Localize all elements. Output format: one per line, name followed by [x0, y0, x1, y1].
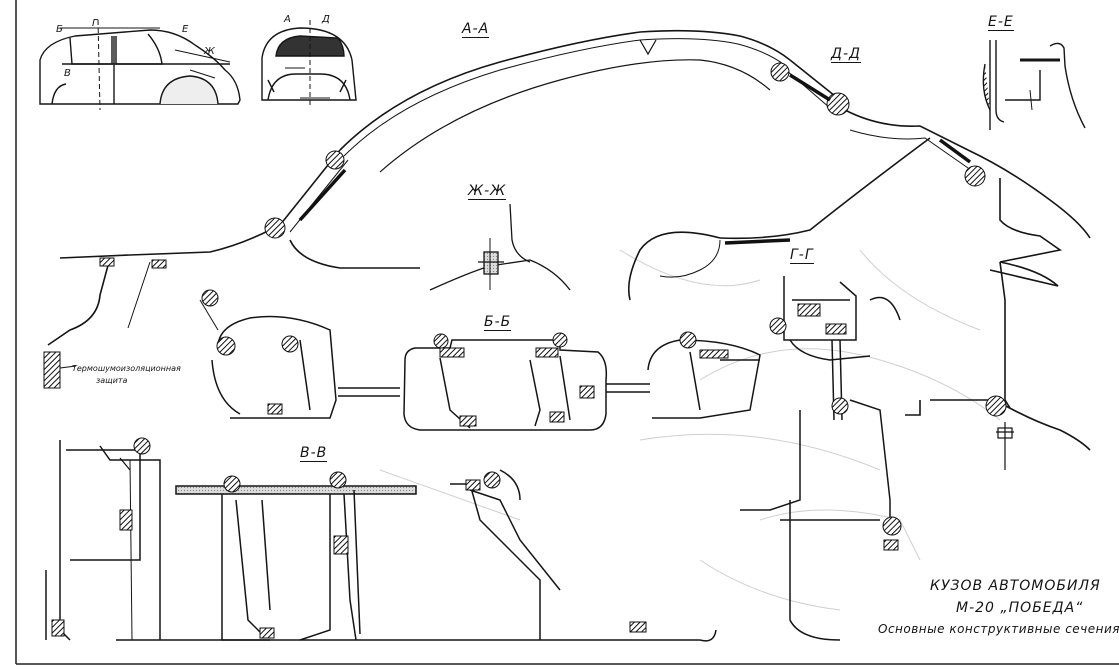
section-bb-door [199, 299, 761, 431]
insulation-block [43, 351, 77, 389]
section-ee-detail [982, 40, 1086, 130]
key-letter-d: Д [322, 14, 330, 25]
rubber-seals [99, 62, 1007, 417]
welded-flanges [298, 73, 972, 245]
insulation-label-line1: Термошумоизоляционная [72, 364, 181, 373]
section-gg-door [740, 276, 901, 641]
insulation-label-line2: защита [96, 376, 128, 385]
key-letter-b: Б [56, 24, 63, 35]
sheet-frame [15, 0, 1119, 665]
vv-hatched-parts [51, 437, 647, 639]
section-label-dd: Д-Д [831, 46, 861, 63]
section-label-bb: Б-Б [484, 314, 512, 331]
section-label-zhzh: Ж-Ж [468, 183, 507, 200]
title-line-1: КУЗОВ АВТОМОБИЛЯ [930, 578, 1101, 594]
section-label-gg: Г-Г [790, 247, 814, 264]
title-line-2: М-20 „ПОБЕДА“ [956, 600, 1084, 616]
fastener-symbols [119, 39, 1014, 471]
key-car-side-view [39, 19, 241, 111]
section-label-vv: В-В [300, 445, 328, 462]
section-label-aa: А-А [462, 21, 490, 38]
key-car-rear-view [261, 20, 357, 108]
key-letter-zh: Ж [204, 46, 215, 57]
bb-hatched-parts [201, 289, 729, 427]
section-label-ee: Е-Е [988, 14, 1014, 31]
key-letter-e: Е [182, 24, 189, 35]
key-letter-v: В [64, 68, 71, 79]
key-letter-a: А [284, 14, 291, 25]
background-ghost-lines [379, 249, 1001, 611]
key-letter-g: Г [92, 18, 98, 29]
title-line-3: Основные конструктивные сечения [878, 622, 1119, 636]
gg-hatched-parts [769, 303, 902, 551]
section-zhzh-detail [429, 203, 571, 291]
section-aa-roof-profile [47, 29, 1091, 451]
